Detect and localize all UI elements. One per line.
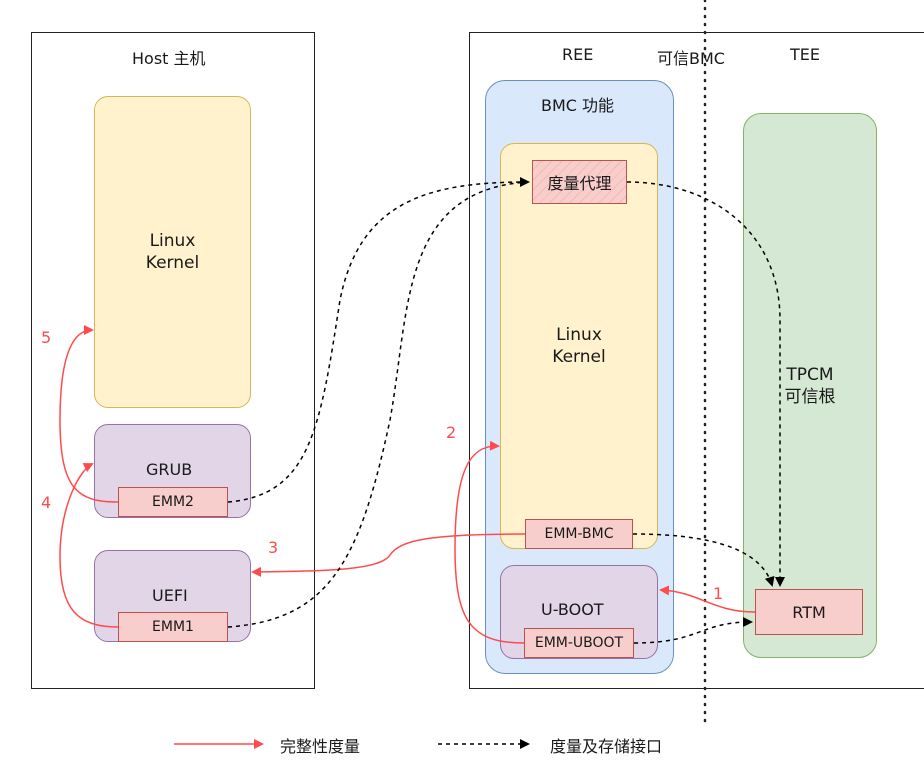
bmc-linux-kernel: Linux Kernel	[500, 143, 658, 549]
tpcm-trust-root: TPCM 可信根	[743, 113, 877, 658]
rtm-box: RTM	[755, 589, 863, 635]
step-4-label: 4	[41, 493, 52, 512]
emm-uboot-box: EMM-UBOOT	[524, 628, 634, 658]
uefi-label: UEFI	[152, 586, 188, 605]
dashed-emm2-to-agent	[227, 177, 530, 503]
dashed-emmbmc-to-rtm	[632, 533, 775, 587]
dashed-emm1-to-agent	[227, 181, 529, 628]
step-2-label: 2	[446, 423, 457, 442]
emm-bmc-box: EMM-BMC	[525, 519, 633, 549]
host-title: Host 主机	[132, 49, 206, 68]
dashed-emmuboot-to-rtm	[633, 617, 753, 644]
legend-interface-text: 度量及存储接口	[550, 737, 663, 756]
host-linux-kernel: Linux Kernel	[94, 96, 251, 408]
grub-label: GRUB	[146, 460, 193, 479]
tee-label: TEE	[790, 45, 820, 64]
step-1-label: 1	[713, 584, 724, 603]
arrow-step-5	[59, 325, 119, 503]
dashed-agent-to-rtm	[626, 181, 785, 587]
measurement-agent-box: 度量代理	[532, 160, 627, 204]
step-5-label: 5	[41, 328, 52, 347]
bmc-function-label: BMC 功能	[541, 96, 615, 115]
trusted-bmc-label: 可信BMC	[657, 49, 725, 68]
arrow-step-3	[251, 533, 526, 577]
uboot-label: U-BOOT	[541, 600, 604, 619]
legend-integrity-text: 完整性度量	[280, 737, 361, 756]
emm2-box: EMM2	[118, 487, 228, 517]
arrow-step-2	[454, 440, 525, 644]
ree-label: REE	[562, 45, 594, 64]
step-3-label: 3	[268, 538, 279, 557]
arrow-step-4	[59, 463, 119, 628]
emm1-box: EMM1	[118, 612, 228, 642]
arrow-step-1	[659, 585, 756, 613]
